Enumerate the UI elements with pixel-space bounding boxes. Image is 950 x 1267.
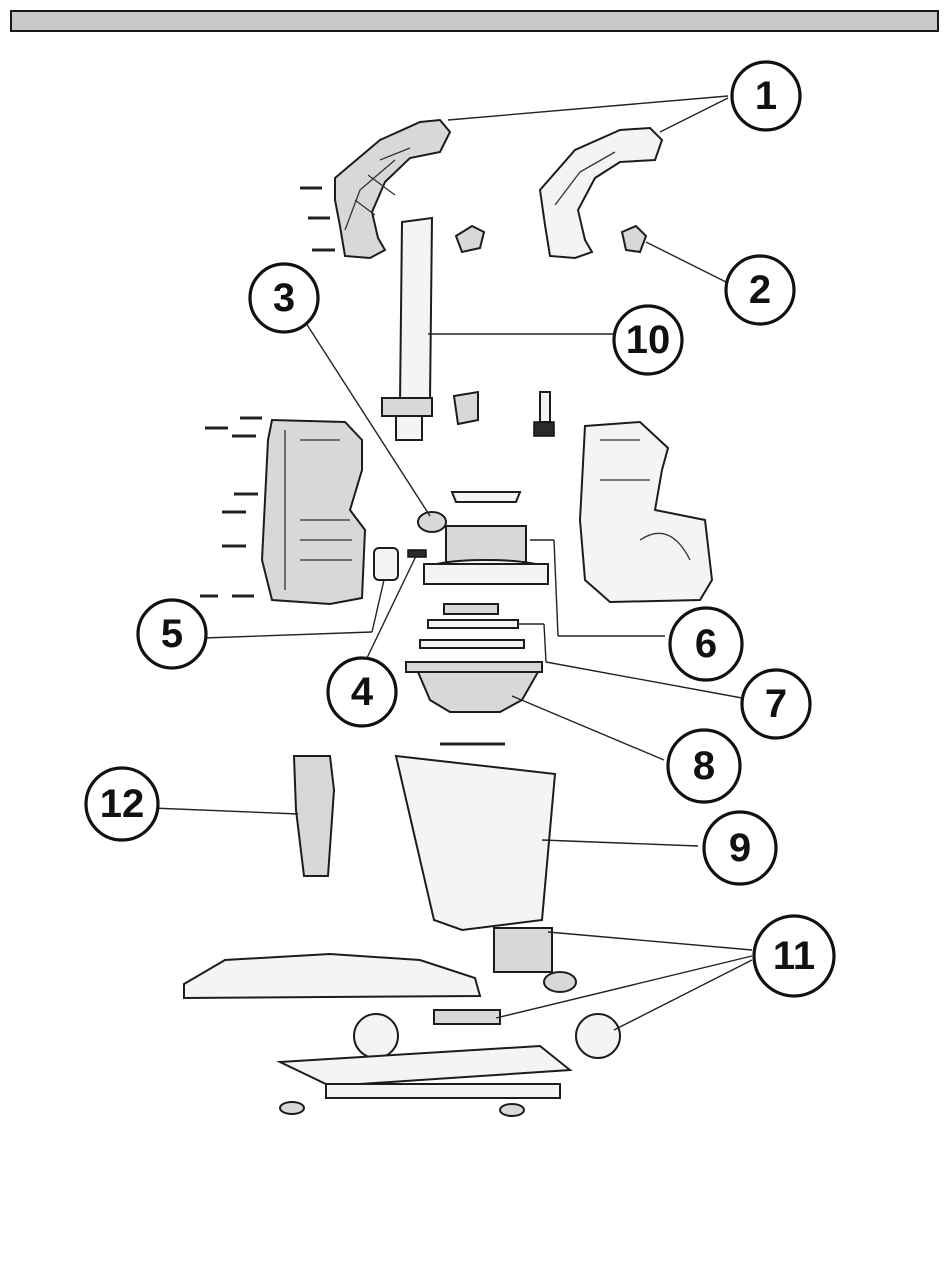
callout-9-label: 9 [729, 826, 751, 870]
callout-10: 10 [614, 306, 682, 374]
handle-clip-left [456, 226, 484, 252]
callout-6: 6 [670, 608, 742, 680]
callout-7: 7 [742, 670, 810, 738]
body-housing-right [580, 422, 712, 602]
callout-10-label: 10 [626, 318, 671, 362]
callout-11-label: 11 [773, 934, 815, 978]
callout-4: 4 [328, 658, 396, 726]
screws-left-handle [300, 188, 335, 250]
callout-8-label: 8 [693, 744, 715, 788]
callout-7-label: 7 [765, 682, 787, 726]
callout-2-label: 2 [749, 268, 771, 312]
callout-12: 12 [86, 768, 158, 840]
callout-4-label: 4 [351, 670, 374, 714]
callout-3-label: 3 [273, 276, 295, 320]
switch-cap [418, 512, 446, 532]
knob [374, 548, 398, 580]
callout-12-label: 12 [100, 782, 145, 826]
callout-1-label: 1 [755, 74, 777, 118]
motor-assembly [424, 492, 548, 584]
callout-3: 3 [250, 264, 318, 332]
callout-11: 11 [754, 916, 834, 996]
callout-9: 9 [704, 812, 776, 884]
handle-latch [622, 226, 646, 252]
base-assembly [184, 928, 620, 1116]
small-spring [408, 550, 426, 557]
callout-5-label: 5 [161, 612, 183, 656]
callout-5: 5 [138, 600, 206, 668]
dust-cup [396, 744, 555, 930]
cyclone-filter [406, 662, 542, 712]
callout-6-label: 6 [695, 622, 717, 666]
spindle-part [534, 392, 554, 436]
callout-1: 1 [732, 62, 800, 130]
screws-body-left [200, 418, 262, 596]
callout-8: 8 [668, 730, 740, 802]
filter-set [420, 604, 524, 648]
body-housing-left [262, 420, 365, 604]
crevice-tool [294, 756, 334, 876]
callout-2: 2 [726, 256, 794, 324]
